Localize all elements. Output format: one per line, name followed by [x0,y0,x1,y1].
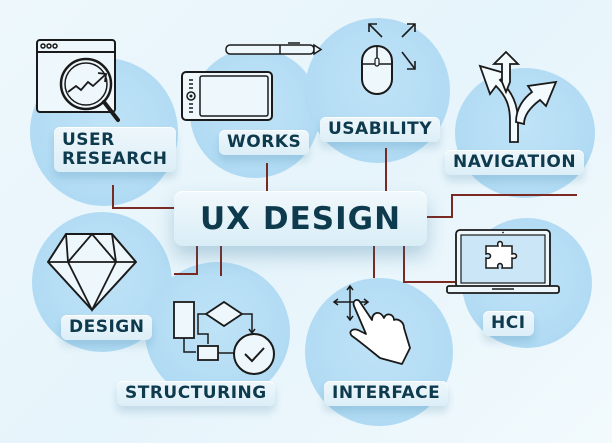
flowchart-icon [173,300,275,375]
structuring-circle [145,262,290,402]
connector-user-research-h [112,207,176,209]
interface-label: INTERFACE [324,381,449,406]
design-label: DESIGN [61,315,153,340]
navigation-circle [455,68,595,198]
mouse-expand-icon [361,23,416,95]
center-title: UX DESIGN [174,191,427,246]
connector-navigation-h1 [451,194,577,196]
graphics-tablet-pen-icon [181,42,323,121]
works-label: WORKS [219,130,310,155]
diamond-icon [47,232,137,313]
browser-magnifier-chart-icon [36,39,120,122]
connector-usability [385,148,387,193]
structuring-label: STRUCTURING [117,381,275,406]
connector-navigation-h2 [427,216,453,218]
laptop-puzzle-icon [446,229,560,294]
hci-label: HCI [483,311,534,336]
connector-design-v [196,246,198,274]
user-research-label-line2: RESEARCH [62,148,168,169]
user-research-label-line1: USER [62,130,115,150]
connector-works [266,163,268,193]
connector-user-research [112,185,114,209]
connector-hci-h [403,281,455,283]
navigation-label: NAVIGATION [445,150,585,175]
usability-label: USABILITY [320,117,441,142]
touch-gesture-icon [332,284,411,365]
connector-design-h [174,273,198,275]
connector-interface [373,246,375,278]
connector-structuring [220,246,222,276]
connector-navigation-v [451,194,453,217]
connector-hci-v [403,246,405,282]
split-arrows-icon [478,50,558,143]
user-research-label: USER RESEARCH [54,127,176,173]
